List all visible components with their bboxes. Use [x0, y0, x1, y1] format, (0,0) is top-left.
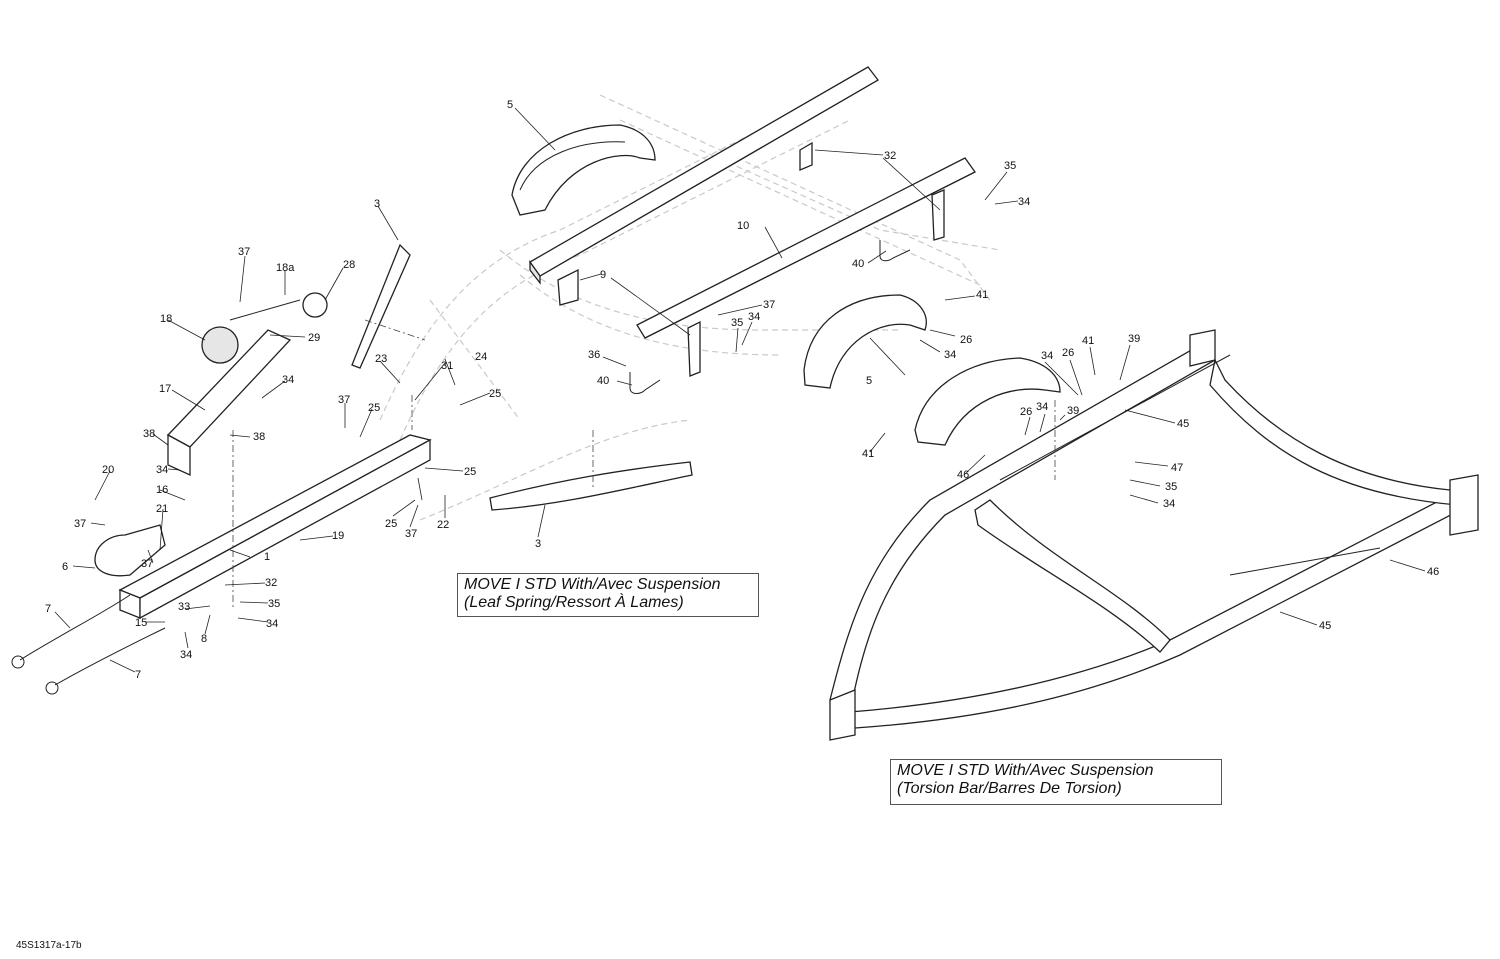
tongue-beam [118, 434, 432, 620]
caption-leaf-spring: MOVE I STD With/Avec Suspension (Leaf Sp… [457, 573, 759, 617]
callout-15: 15 [135, 617, 147, 629]
callout-45-bottom: 45 [1319, 620, 1331, 632]
callout-39-top: 39 [1128, 333, 1140, 345]
callout-7-lower: 7 [135, 669, 141, 681]
callout-25-beam: 25 [368, 402, 380, 414]
fender-middle-1 [803, 294, 927, 389]
callout-46-right: 46 [1427, 566, 1439, 578]
caption-torsion-bar-line1: MOVE I STD With/Avec Suspension [897, 762, 1154, 779]
u-bolt-upper [879, 240, 911, 262]
callout-47: 47 [1171, 462, 1183, 474]
callout-35-lower: 35 [268, 598, 280, 610]
callout-6: 6 [62, 561, 68, 573]
callout-25-mid: 25 [464, 466, 476, 478]
callout-34-bracket: 34 [1163, 498, 1175, 510]
callout-18: 18 [160, 313, 172, 325]
winch-stand [166, 292, 328, 477]
callout-37-bottom: 37 [405, 528, 417, 540]
callout-34-lower: 34 [266, 618, 278, 630]
callout-10: 10 [737, 220, 749, 232]
callout-41-top: 41 [976, 289, 988, 301]
callout-34-fender: 34 [1041, 350, 1053, 362]
callout-21: 21 [156, 503, 168, 515]
caption-leaf-spring-line2: (Leaf Spring/Ressort À Lames) [464, 594, 684, 611]
callout-34-upper: 34 [1018, 196, 1030, 208]
callout-1: 1 [264, 551, 270, 563]
callout-26-fender: 26 [1062, 347, 1074, 359]
callout-3-lower: 3 [535, 538, 541, 550]
bunk-beam-upper [529, 66, 879, 306]
torsion-frame [829, 329, 1479, 741]
callout-37-winch: 37 [238, 246, 250, 258]
u-bolt-lower [629, 372, 661, 394]
callout-45-top: 45 [1177, 418, 1189, 430]
callout-18a: 18a [276, 262, 295, 274]
callout-37-lower: 37 [141, 558, 153, 570]
callout-26-mid: 26 [1020, 406, 1032, 418]
callout-35-upper: 35 [1004, 160, 1016, 172]
callout-40-lower: 40 [597, 375, 609, 387]
callout-29: 29 [308, 332, 320, 344]
callout-33: 33 [178, 601, 190, 613]
callout-25-bottom: 25 [385, 518, 397, 530]
callout-39-mid: 39 [1067, 405, 1079, 417]
callout-46-left: 46 [957, 469, 969, 481]
document-id: 45S1317a-17b [16, 940, 82, 951]
callout-17: 17 [159, 383, 171, 395]
caption-torsion-bar-line2: (Torsion Bar/Barres De Torsion) [897, 780, 1122, 797]
callout-labels: 5 32 35 34 10 40 9 37 35 34 36 40 41 26 … [16, 99, 1439, 951]
callout-5-middle: 5 [866, 375, 872, 387]
assembly-lines [232, 319, 1056, 610]
callout-37-beam: 37 [338, 394, 350, 406]
callout-34-chain: 34 [180, 649, 192, 661]
caption-leaf-spring-line1: MOVE I STD With/Avec Suspension [464, 576, 721, 593]
coupler [94, 524, 166, 577]
callout-41-right: 41 [1082, 335, 1094, 347]
callout-34-winch: 34 [282, 374, 294, 386]
callout-26-right: 26 [960, 334, 972, 346]
bunk-beam-lower [636, 157, 976, 377]
callout-35-right: 35 [1165, 481, 1177, 493]
callout-37-coupler: 37 [74, 518, 86, 530]
callout-24: 24 [475, 351, 487, 363]
callout-34-right: 34 [944, 349, 956, 361]
callout-34-stand: 34 [156, 464, 168, 476]
callout-8: 8 [201, 633, 207, 645]
callout-16: 16 [156, 484, 168, 496]
fender-middle-2 [914, 357, 1061, 446]
callout-32-lower: 32 [265, 577, 277, 589]
fender-upper [511, 124, 656, 216]
callout-leaders [54, 107, 1426, 673]
keel-guide-upper [351, 243, 411, 369]
callout-5-upper: 5 [507, 99, 513, 111]
callout-35-mid: 35 [731, 317, 743, 329]
callout-40-upper: 40 [852, 258, 864, 270]
callout-28: 28 [343, 259, 355, 271]
callout-25-top: 25 [489, 388, 501, 400]
callout-37-mid: 37 [763, 299, 775, 311]
caption-torsion-bar: MOVE I STD With/Avec Suspension (Torsion… [890, 759, 1222, 805]
safety-chains [11, 594, 166, 695]
callout-9: 9 [600, 269, 606, 281]
callout-20: 20 [102, 464, 114, 476]
callout-36: 36 [588, 349, 600, 361]
callout-3-upper: 3 [374, 198, 380, 210]
callout-34-mid: 34 [748, 311, 760, 323]
callout-23: 23 [375, 353, 387, 365]
callout-31: 31 [441, 360, 453, 372]
callout-38-left: 38 [143, 428, 155, 440]
callout-7-upper: 7 [45, 603, 51, 615]
keel-guide-lower [489, 461, 693, 511]
callout-32-upper: 32 [884, 150, 896, 162]
callout-19: 19 [332, 530, 344, 542]
callout-38-right: 38 [253, 431, 265, 443]
callout-22: 22 [437, 519, 449, 531]
callout-41-left: 41 [862, 448, 874, 460]
callout-34-mid-right: 34 [1036, 401, 1048, 413]
